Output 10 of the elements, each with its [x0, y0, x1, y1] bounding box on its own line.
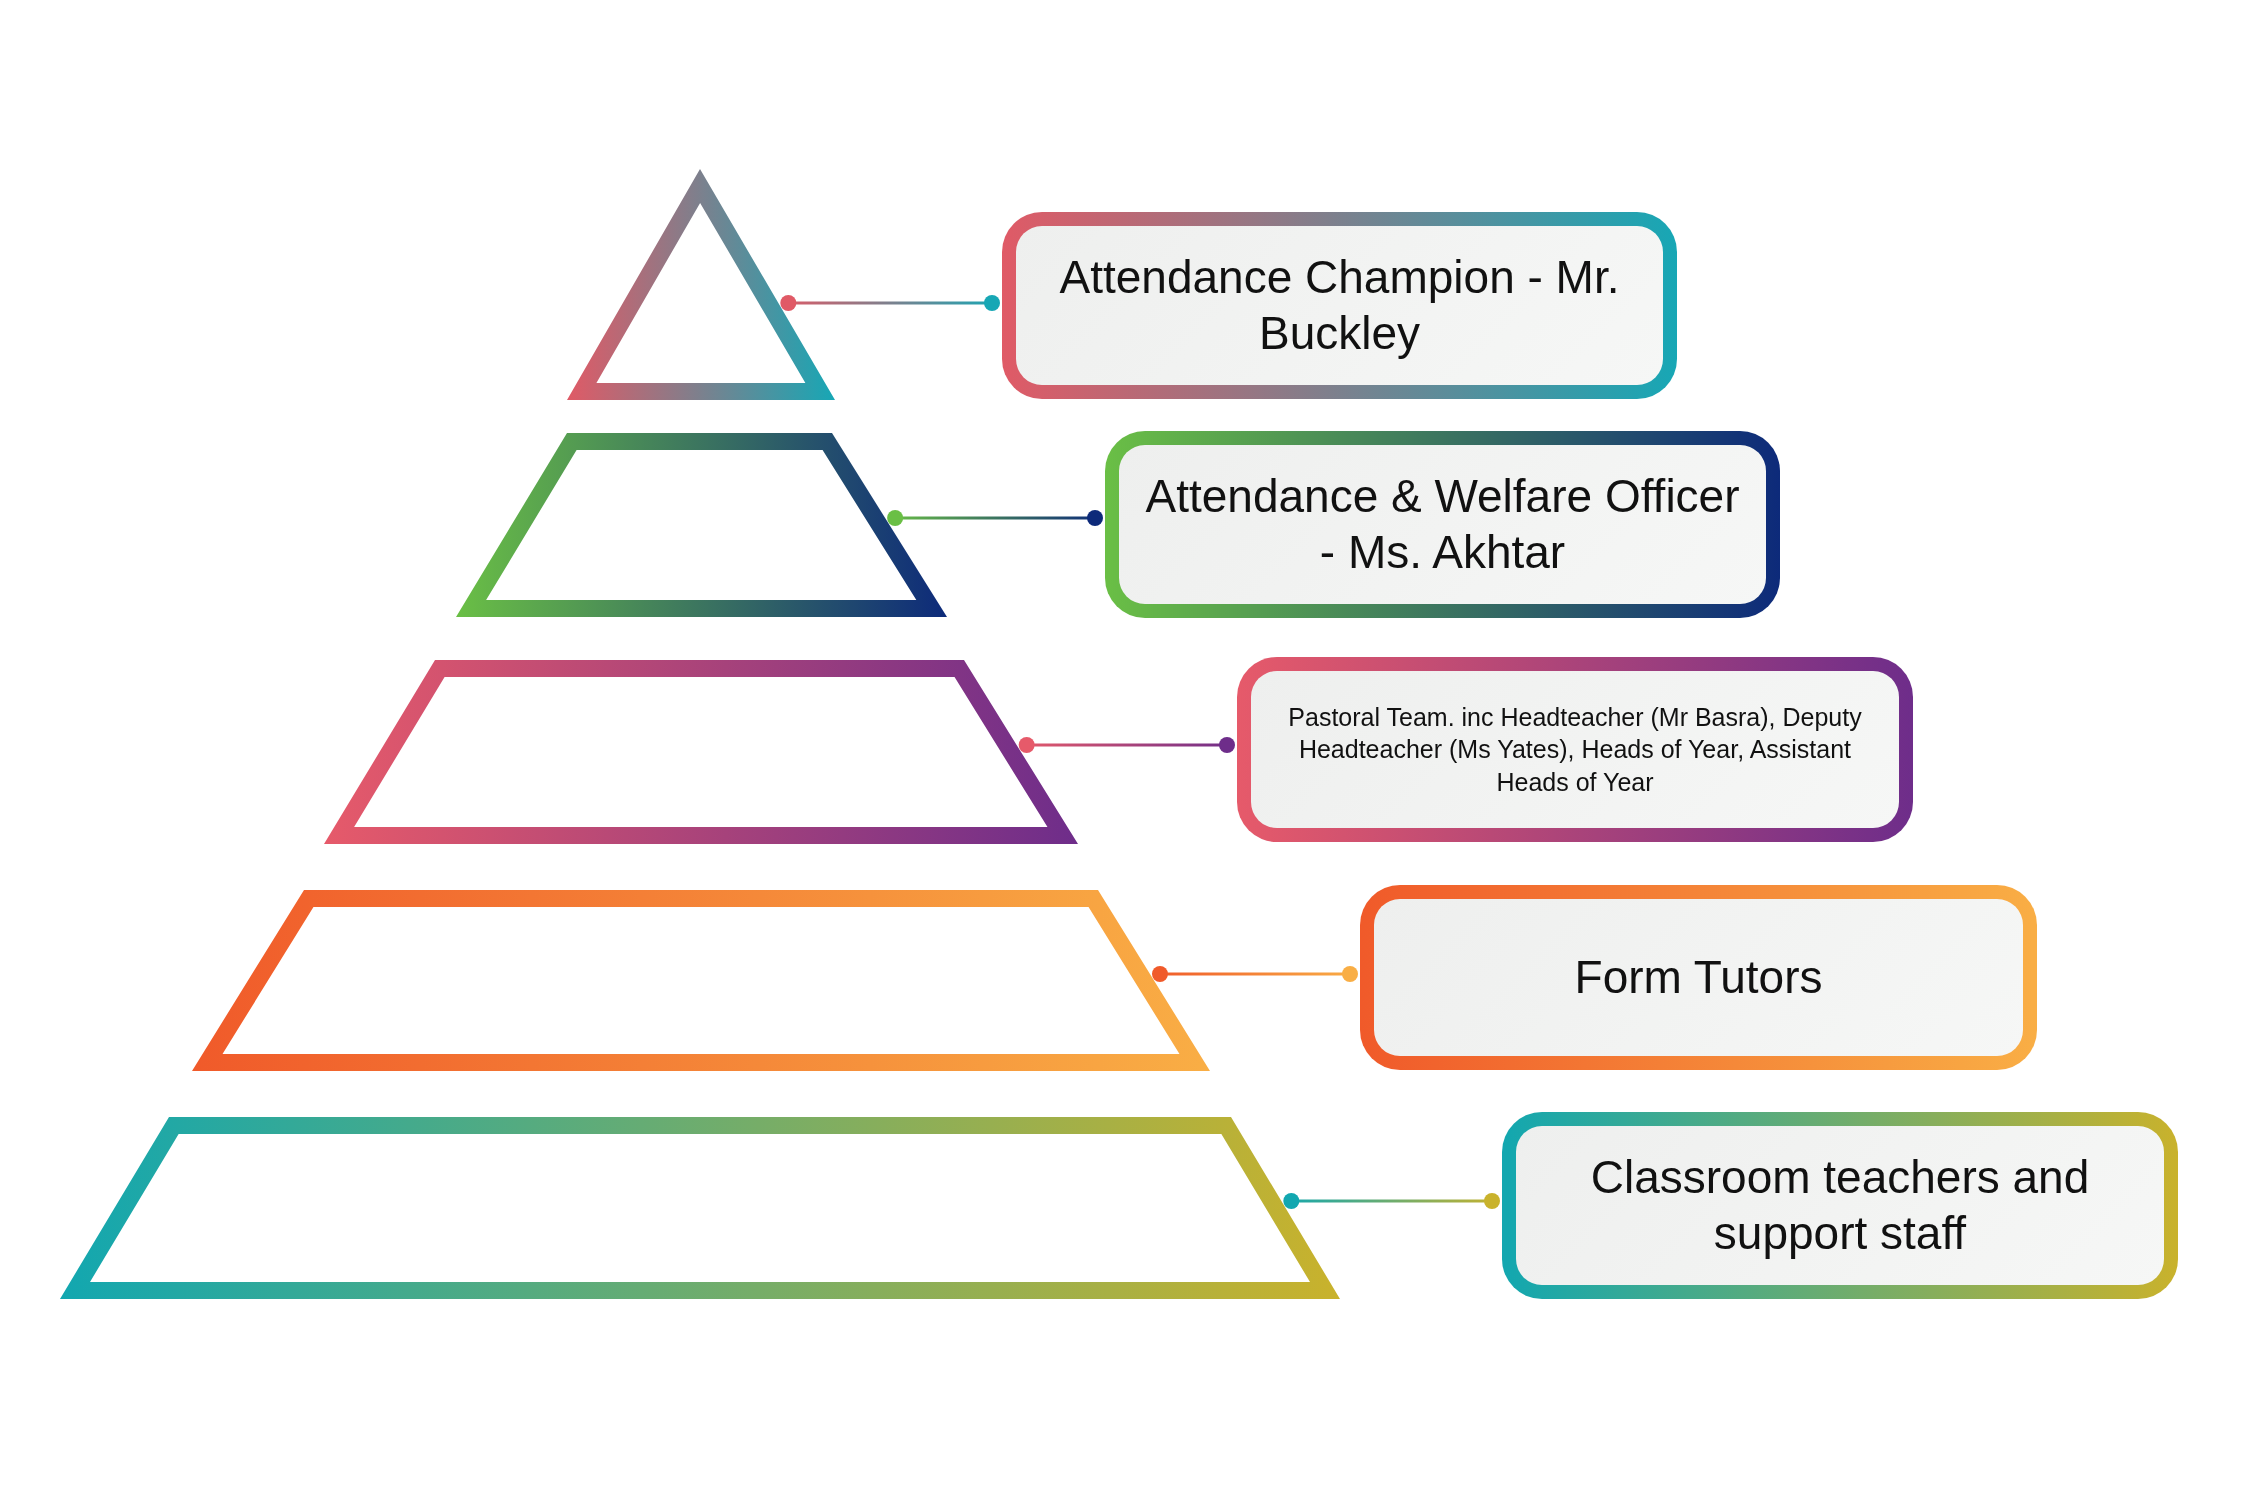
role-text: Attendance Champion - Mr. Buckley: [1058, 250, 1621, 361]
role-text: Pastoral Team. inc Headteacher (Mr Basra), Deputy Headteacher (Ms Yates), Heads of Year, Assistant Heads of Year: [1287, 701, 1863, 798]
connector-line: [887, 510, 1103, 526]
role-text: Classroom teachers and support staff: [1589, 1150, 2091, 1261]
role-text: Attendance & Welfare Officer - Ms. Akhtar: [1144, 469, 1741, 580]
connector-line: [1283, 1193, 1500, 1209]
connector-line: [1018, 737, 1235, 753]
connector-line: [1152, 966, 1358, 982]
role-text: Form Tutors: [1574, 949, 1823, 1005]
connector-line: [780, 295, 1000, 311]
